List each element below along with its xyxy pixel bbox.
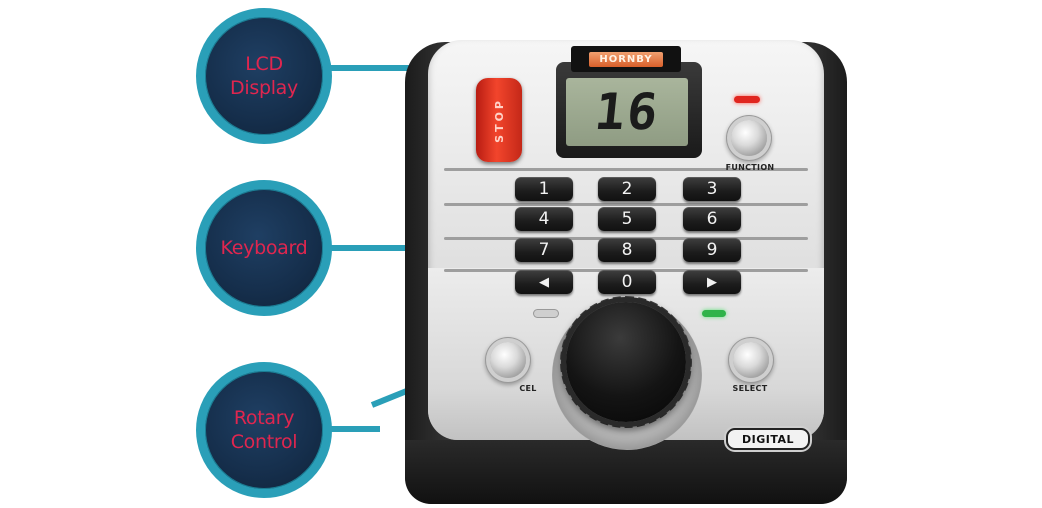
keyboard-callout-label: Keyboard (220, 237, 308, 259)
left-arrow-key[interactable]: ◀ (515, 270, 573, 294)
rotary-control-grip (560, 296, 692, 428)
key-4[interactable]: 4 (515, 207, 573, 231)
key-1[interactable]: 1 (515, 177, 573, 201)
function-button-label: FUNCTION (725, 163, 775, 172)
face-stripe (444, 168, 808, 171)
lcd-value: 16 (591, 83, 663, 141)
key-8[interactable]: 8 (598, 238, 656, 262)
key-label: 1 (538, 178, 550, 199)
rotary-control-knob[interactable] (566, 302, 686, 422)
key-2[interactable]: 2 (598, 177, 656, 201)
rotary-control-callout: Rotary Control (196, 362, 332, 498)
keyboard-callout: Keyboard (196, 180, 332, 316)
select-button-label: SELECT (732, 384, 768, 393)
key-label: 9 (706, 239, 718, 260)
key-6[interactable]: 6 (683, 207, 741, 231)
key-7[interactable]: 7 (515, 238, 573, 262)
lcd-screen: 16 (566, 78, 688, 146)
lcd-display-callout: LCD Display (196, 8, 332, 144)
cancel-button[interactable] (490, 342, 526, 378)
key-label: 2 (621, 178, 633, 199)
left-arrow-icon: ◀ (539, 274, 549, 290)
key-9[interactable]: 9 (683, 238, 741, 262)
key-label: 4 (538, 208, 550, 229)
rotary-connector (320, 426, 380, 432)
red-indicator-led (734, 96, 760, 103)
grey-indicator-led (534, 310, 558, 317)
key-5[interactable]: 5 (598, 207, 656, 231)
function-button[interactable] (731, 120, 767, 156)
key-0[interactable]: 0 (598, 270, 656, 294)
digital-badge: DIGITAL (726, 428, 810, 450)
key-label: 0 (621, 271, 633, 292)
key-label: 5 (621, 208, 633, 229)
face-stripe (444, 203, 808, 206)
select-button[interactable] (733, 342, 769, 378)
stop-button-label: STOP (492, 97, 506, 143)
key-label: 3 (706, 178, 718, 199)
controller-base (405, 440, 847, 504)
right-arrow-icon: ▶ (707, 274, 717, 290)
stop-button[interactable]: STOP (476, 78, 522, 162)
digital-badge-label: DIGITAL (741, 432, 795, 446)
brand-logo: HORNBY (589, 51, 663, 67)
key-label: 7 (538, 239, 550, 260)
right-arrow-key[interactable]: ▶ (683, 270, 741, 294)
brand-plate: HORNBY (571, 46, 681, 72)
cancel-button-label: CEL (519, 384, 537, 393)
key-label: 6 (706, 208, 718, 229)
rotary-control-callout-label: Rotary Control (230, 407, 298, 453)
lcd-display-callout-label: LCD Display (230, 53, 298, 99)
green-indicator-led (702, 310, 726, 317)
key-label: 8 (621, 239, 633, 260)
key-3[interactable]: 3 (683, 177, 741, 201)
